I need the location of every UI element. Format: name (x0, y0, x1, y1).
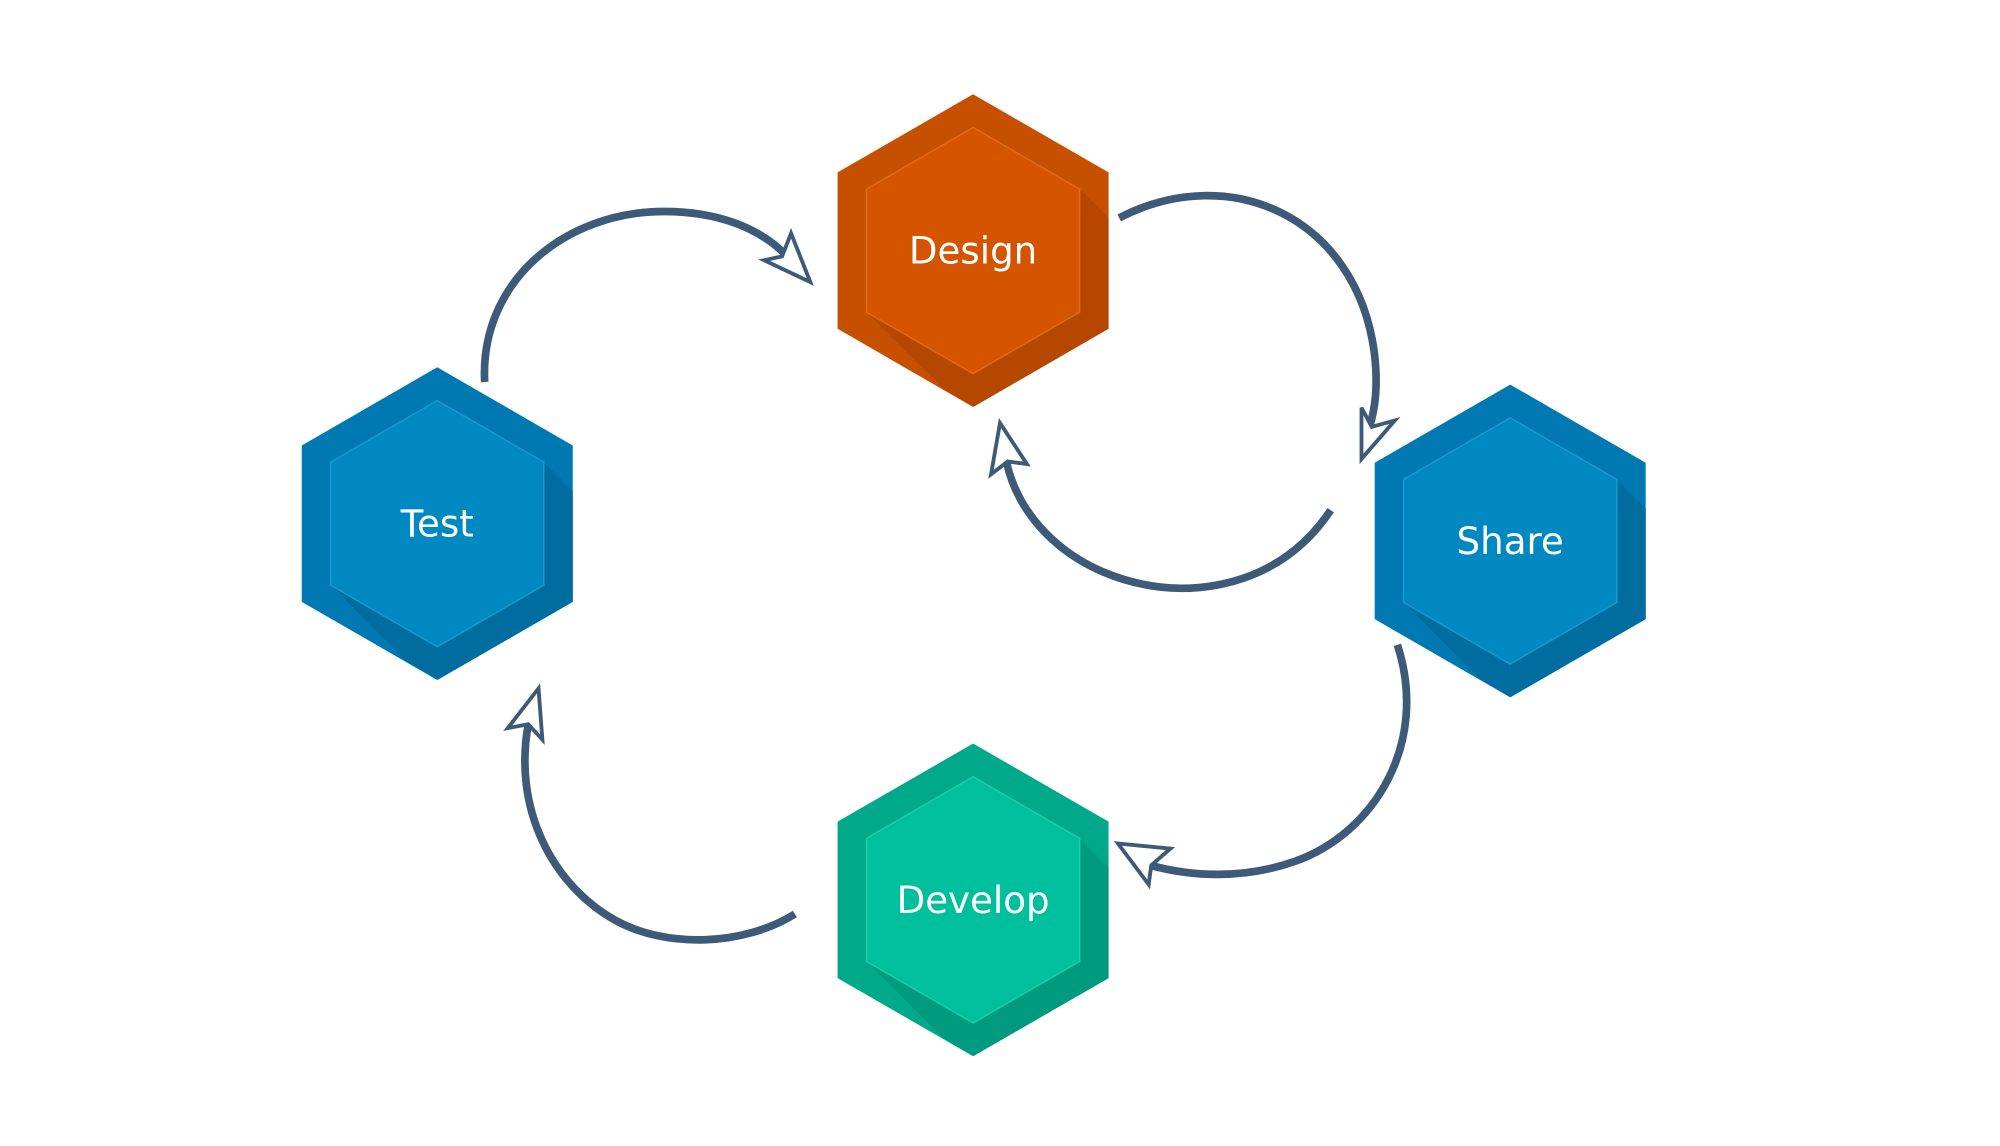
node-design: Design (837, 94, 1109, 407)
arrow-curve (1148, 643, 1411, 879)
arrow-curve (521, 723, 797, 944)
node-share: Share (1374, 384, 1646, 698)
arrow-curve (1002, 460, 1334, 593)
hexagon-inner (329, 399, 545, 648)
node-test: Test (301, 367, 573, 681)
arrow-share-to-develop (1113, 643, 1411, 890)
arrow-curve (1117, 191, 1380, 430)
hexagon-inner (1402, 417, 1618, 665)
arrow-share-to-design (988, 417, 1334, 593)
node-label-share: Share (1457, 519, 1564, 563)
arrow-design-to-share (1117, 191, 1401, 465)
node-label-develop: Develop (897, 878, 1050, 922)
arrowhead-icon (1113, 841, 1176, 890)
arrowhead-icon (988, 417, 1031, 479)
arrowhead-icon (758, 228, 814, 286)
arrowhead-icon (503, 683, 545, 746)
node-label-design: Design (909, 229, 1037, 273)
hexagon-inner (865, 775, 1081, 1024)
arrow-curve (480, 207, 788, 383)
arrow-develop-to-test (503, 683, 797, 944)
arrow-test-to-design (480, 207, 814, 383)
arrowhead-icon (1359, 406, 1401, 465)
hexagon-inner (865, 126, 1081, 375)
node-label-test: Test (400, 502, 474, 546)
node-develop: Develop (837, 743, 1109, 1057)
